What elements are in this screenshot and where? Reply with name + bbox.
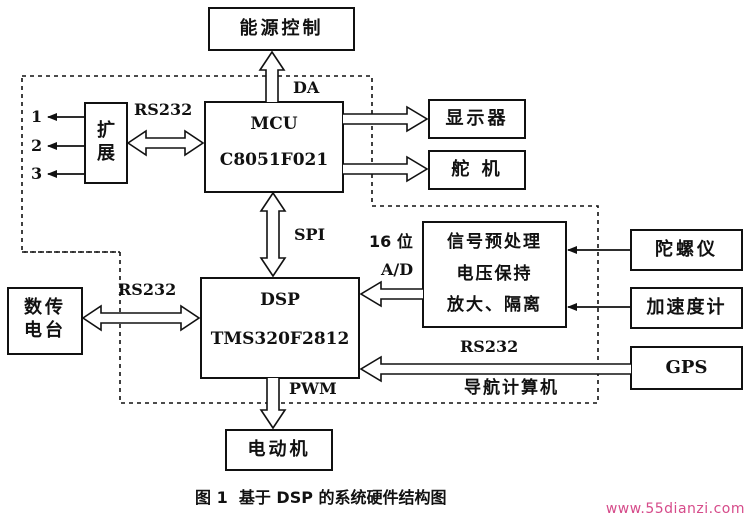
- mcu-to-servo-arrow: [343, 155, 429, 183]
- rs232-gps-label: RS232: [460, 337, 519, 356]
- pwm-label: PWM: [289, 379, 337, 398]
- datalink-label-text: 数传电台: [24, 297, 66, 341]
- energy-control-label: 能源控制: [239, 18, 324, 39]
- bits-label: 16 位: [369, 232, 413, 251]
- dsp-title: DSP: [260, 290, 300, 310]
- datalink-label: 数传电台: [8, 297, 82, 342]
- rs232-datalink-label: RS232: [118, 280, 177, 299]
- mcu-model: C8051F021: [219, 150, 329, 170]
- figure-caption: 图 1 基于 DSP 的系统硬件结构图: [195, 488, 447, 507]
- expansion-label: 扩展: [85, 120, 127, 165]
- dsp-model: TMS320F2812: [210, 329, 350, 349]
- port-2-label: 2: [31, 136, 43, 155]
- display-box: [428, 99, 526, 139]
- signal-line-1: 信号预处理: [447, 232, 542, 252]
- mcu-title: MCU: [250, 114, 298, 134]
- signal-line-2: 电压保持: [456, 264, 533, 284]
- mcu-to-display-arrow: [343, 105, 429, 133]
- accel-box: [630, 287, 743, 329]
- gyro-label: 陀螺仪: [655, 239, 718, 260]
- dsp-to-motor-arrow: [259, 378, 287, 430]
- navigation-computer-label: 导航计算机: [464, 378, 559, 398]
- watermark: www.55dianzi.com: [605, 501, 745, 517]
- port-1-label: 1: [31, 107, 43, 126]
- display-label: 显示器: [445, 108, 509, 129]
- datalink-box: [7, 287, 83, 355]
- rs232-mcu-label: RS232: [134, 100, 193, 119]
- expansion-box: [84, 102, 128, 184]
- dsp-box: [200, 277, 360, 379]
- mcu-to-energy-arrow: [258, 50, 286, 102]
- signal-line-3: 放大、隔离: [447, 295, 542, 315]
- accel-label: 加速度计: [646, 297, 727, 318]
- servo-box: [428, 150, 526, 190]
- signal-preprocess-box: [422, 221, 567, 328]
- da-label: DA: [293, 78, 320, 97]
- servo-label: 舵 机: [451, 159, 503, 180]
- gps-to-dsp-arrow: [359, 355, 631, 383]
- motor-label: 电动机: [247, 439, 311, 460]
- port-3-label: 3: [31, 164, 43, 183]
- energy-control-box: [208, 7, 355, 51]
- signal-to-dsp-arrow: [359, 280, 423, 308]
- gyro-box: [630, 229, 743, 271]
- expansion-label-text: 扩展: [97, 120, 115, 164]
- ad-label: A/D: [381, 260, 414, 279]
- motor-box: [225, 429, 333, 471]
- gps-label: GPS: [665, 357, 708, 378]
- spi-label: SPI: [294, 225, 326, 244]
- mcu-dsp-spi-link: [259, 191, 287, 278]
- expansion-mcu-link: [126, 129, 205, 157]
- datalink-dsp-link: [81, 304, 201, 332]
- gps-box: [630, 346, 743, 390]
